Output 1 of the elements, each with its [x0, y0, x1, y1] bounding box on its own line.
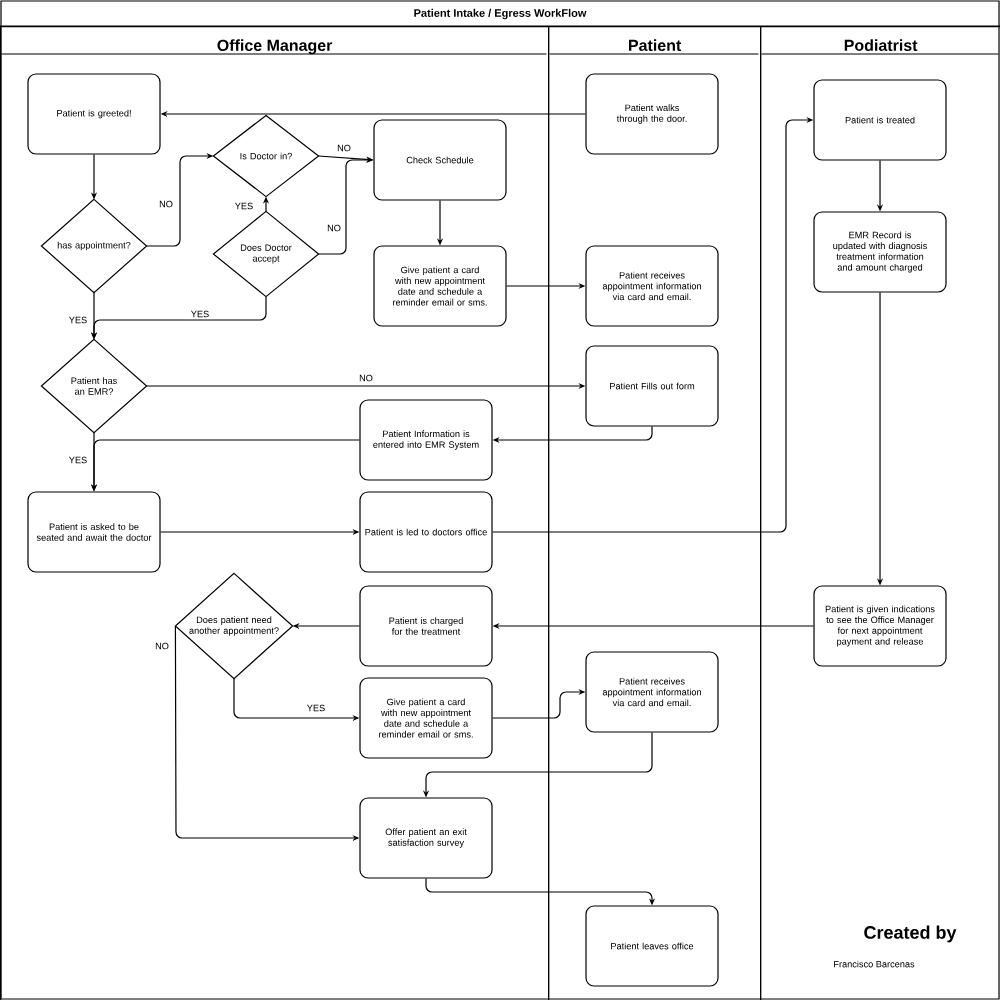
created-by-heading: Created by: [864, 925, 957, 943]
